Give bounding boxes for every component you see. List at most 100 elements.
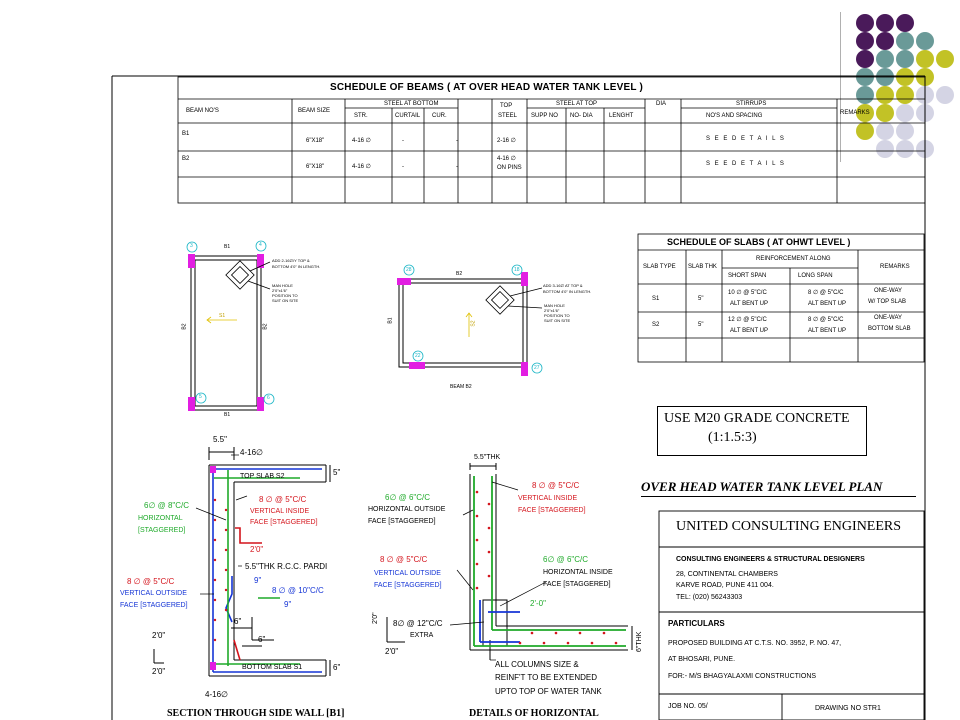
plan-left-note2: BOTTOM 4'0" IN LENGTH.: [272, 264, 321, 269]
corner-vert-out-2: VERTICAL OUTSIDE: [374, 570, 441, 577]
corner-vert-inside-3: FACE [STAGGERED]: [518, 507, 586, 514]
slab-row1-type: S1: [652, 296, 660, 302]
side-bottom-slab: BOTTOM SLAB S1: [242, 664, 303, 671]
plan-right-col-tr: 18: [514, 267, 520, 273]
beam-row1-str: 4-16 ∅: [352, 138, 371, 144]
corner-dim-6thk: 6"THK: [636, 631, 643, 652]
slab-header-reinf: REINFORCEMENT ALONG: [756, 256, 831, 262]
corner-extra-2: EXTRA: [410, 632, 434, 639]
particulars-heading: PARTICULARS: [668, 619, 725, 628]
plan-left-col-bl: 5: [199, 394, 202, 400]
beam-header-top: TOP: [500, 103, 513, 109]
plan-left-col-br: 6: [267, 395, 270, 401]
side-dim-6a: 6": [234, 617, 242, 626]
side-dim-6c: 6": [333, 663, 341, 672]
slab-row2-long2: ALT BENT UP: [808, 328, 847, 334]
plan-right-hole3: POSITION TO: [544, 313, 570, 318]
company-address1: 28, CONTINENTAL CHAMBERS: [676, 571, 778, 578]
slab-row2-short1: 12 ∅ @ 5"C/C: [728, 317, 767, 323]
beam-row2-top1: 4-16 ∅: [497, 156, 516, 162]
beam-header-cur: CUR.: [432, 113, 447, 119]
corner-dim-2ft-b: 2'0": [372, 612, 379, 624]
side-vert-out-1: 8 ∅ @ 5"C/C: [127, 577, 175, 586]
plan-right-col-tl: 28: [406, 267, 412, 273]
beam-row2-beam: B2: [182, 156, 190, 162]
side-caption: SECTION THROUGH SIDE WALL [B1]: [167, 708, 345, 719]
side-pardi: 5.5"THK R.C.C. PARDI: [245, 562, 328, 571]
plan-right-note2: BOTTOM 4'0" IN LENGTH.: [543, 289, 592, 294]
beam-header-steel: STEEL: [498, 113, 518, 119]
corner-horiz-out-1: 6∅ @ 6"C/C: [385, 493, 431, 502]
side-vert-inside-1: 8 ∅ @ 5"C/C: [259, 495, 307, 504]
slab-row2-long1: 8 ∅ @ 5"C/C: [808, 317, 844, 323]
side-horiz-3: [STAGGERED]: [138, 527, 186, 534]
beam-row2-str: 4-16 ∅: [352, 164, 371, 170]
beam-schedule-title: SCHEDULE OF BEAMS ( AT OVER HEAD WATER T…: [330, 82, 643, 93]
plan-left-hole1: MAN HOLE: [272, 283, 293, 288]
slab-row2-thk: 5": [698, 322, 704, 328]
side-dim-5: 5": [333, 468, 341, 477]
corner-note-1: ALL COLUMNS SIZE &: [495, 660, 579, 669]
concrete-note-box: [657, 406, 867, 456]
corner-dim-2ft-a: 2'-0": [530, 599, 546, 608]
slab-header-long: LONG SPAN: [798, 273, 833, 279]
company-name: UNITED CONSULTING ENGINEERS: [676, 519, 902, 534]
side-dim-2ft-b: 2'0": [152, 631, 166, 640]
slab-header-remarks: REMARKS: [880, 264, 910, 270]
beam-row1-curtail: -: [402, 138, 404, 144]
side-dim-6b: 6": [258, 635, 266, 644]
beam-row1-stirrups: S E E D E T A I L S: [706, 136, 786, 142]
plan-left-hole3: POSITION TO: [272, 293, 298, 298]
corner-horiz-in-2: HORIZONTAL INSIDE: [543, 569, 613, 576]
drawing-number: DRAWING NO STR1: [815, 705, 881, 712]
company-telephone: TEL: (020) 56243303: [676, 594, 743, 601]
side-bar-bottom: 4-16∅: [205, 690, 228, 699]
plan-right-hole2: 2'0"x1'6": [544, 308, 560, 313]
side-dim-9b: 9": [284, 600, 292, 609]
concrete-line1: USE M20 GRADE CONCRETE: [664, 411, 850, 426]
particulars-line3: FOR:- M/S BHAGYALAXMI CONSTRUCTIONS: [668, 673, 817, 680]
plan-right-hole1: MAN HOLE: [544, 303, 565, 308]
beam-header-steel-top: STEEL AT TOP: [556, 101, 598, 107]
side-bar-top: 4-16∅: [240, 448, 263, 457]
side-horiz-1: 6∅ @ 8"C/C: [144, 501, 190, 510]
beam-header-str: STR.: [354, 113, 368, 119]
plan-right-beam-top: B2: [456, 271, 463, 277]
beam-row2-stirrups: S E E D E T A I L S: [706, 161, 786, 167]
slab-schedule-title: SCHEDULE OF SLABS ( AT OHWT LEVEL ): [667, 237, 851, 247]
beam-header-steel-bottom: STEEL AT BOTTOM: [384, 101, 439, 107]
corner-note-2: REINF'T TO BE EXTENDED: [495, 673, 597, 682]
job-number: JOB NO. 05/: [668, 703, 708, 710]
side-dim-top: 5.5": [213, 435, 227, 444]
corner-vert-inside-1: 8 ∅ @ 5"C/C: [532, 481, 580, 490]
beam-header-no-dia: NO- DIA: [570, 113, 593, 119]
plan-right-col-bl: 22: [415, 353, 421, 359]
side-top-slab: TOP SLAB S2: [240, 473, 285, 480]
side-dim-2ft-c: 2'0": [152, 667, 166, 676]
slab-header-short: SHORT SPAN: [728, 273, 767, 279]
beam-row1-size: 6"X18": [306, 138, 325, 144]
side-dim-2ft-a: 2'0": [250, 545, 264, 554]
beam-row1-top: 2-16 ∅: [497, 138, 516, 144]
beam-header-nos-spacing: NO'S AND SPACING: [706, 113, 763, 119]
slab-row1-thk: 5": [698, 296, 704, 302]
side-horiz-2: HORIZONTAL: [138, 515, 183, 522]
plan-left-slab: S1: [219, 313, 226, 319]
slab-row1-rem2: W/ TOP SLAB: [868, 299, 907, 305]
side-vert-out-2: VERTICAL OUTSIDE: [120, 590, 187, 597]
beam-header-remarks: REMARKS: [840, 110, 870, 116]
concrete-line2: (1:1.5:3): [708, 430, 757, 445]
drawing-title: OVER HEAD WATER TANK LEVEL PLAN: [641, 479, 883, 494]
corner-horiz-in-1: 6∅ @ 6"C/C: [543, 555, 589, 564]
decorative-vertical-rule: [840, 12, 841, 162]
corner-horiz-in-3: FACE [STAGGERED]: [543, 581, 611, 588]
plan-right-hole4: SUIT ON SITE: [544, 318, 571, 323]
plan-left-hole4: SUIT ON SITE: [272, 298, 299, 303]
slab-row1-rem1: ONE-WAY: [874, 288, 902, 294]
company-subtitle: CONSULTING ENGINEERS & STRUCTURAL DESIGN…: [676, 556, 865, 563]
beam-header-stirrups: STIRRUPS: [736, 101, 767, 107]
slab-row1-long2: ALT BENT UP: [808, 301, 847, 307]
